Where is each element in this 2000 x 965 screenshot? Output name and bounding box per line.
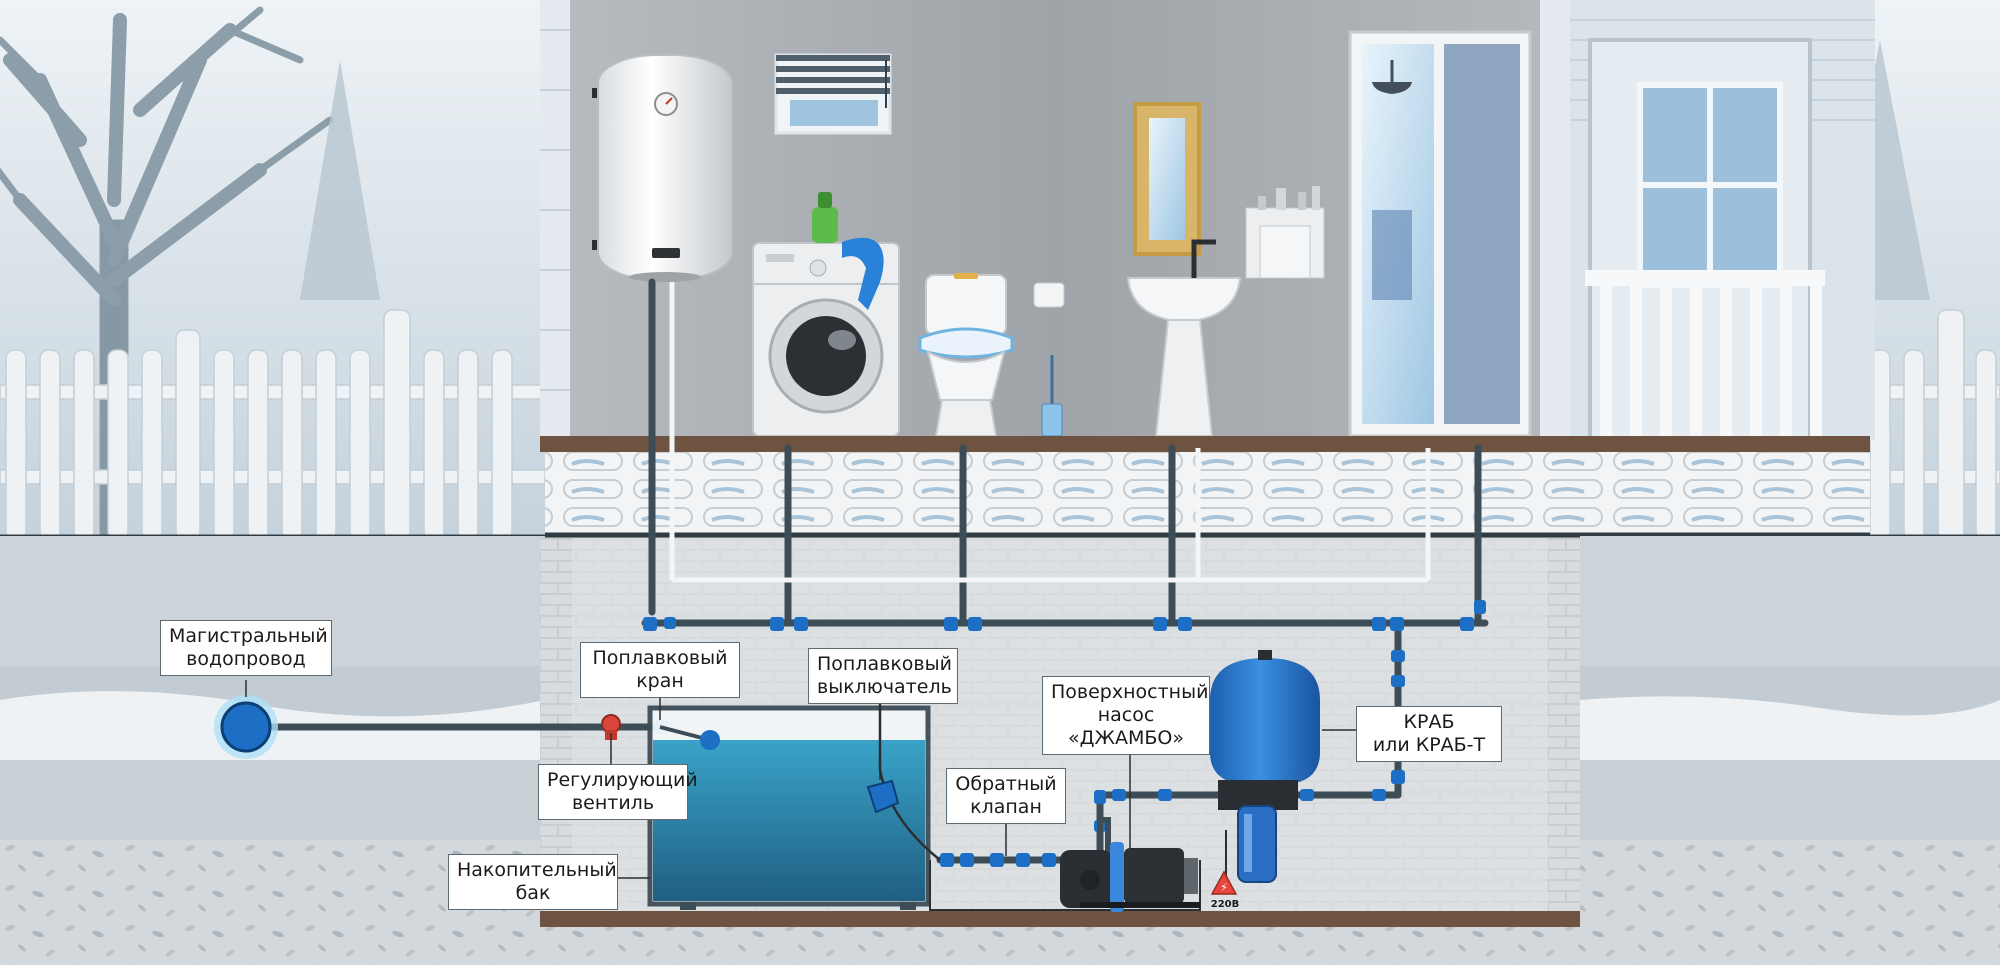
- toilet-icon: [918, 273, 1065, 437]
- pump-label: Поверхностный насос «ДЖАМБО»: [1042, 676, 1210, 755]
- pressure-tank-icon: [1210, 650, 1320, 883]
- porch: [1545, 0, 1875, 442]
- pump-icon: [1060, 817, 1200, 912]
- shower-cabin-icon: [1348, 30, 1532, 438]
- check-valve-label-line1: Обратный: [955, 773, 1057, 795]
- washing-machine-icon: [752, 192, 900, 437]
- regulating-valve-label-line2: вентиль: [571, 792, 655, 814]
- sink-icon: [1126, 186, 1325, 437]
- voltage-label: 220В: [1211, 899, 1240, 910]
- float-switch-label-line2: выключатель: [817, 676, 952, 698]
- pump-label-line2: насос: [1097, 704, 1155, 726]
- check-valve-label-line2: клапан: [970, 796, 1042, 818]
- float-valve-label-line2: кран: [636, 670, 684, 692]
- storage-tank-label-line1: Накопительный: [457, 859, 617, 881]
- mirror-icon: [1133, 102, 1201, 256]
- window-icon: [774, 53, 892, 135]
- warning-symbol: ⚡: [1220, 881, 1228, 894]
- float-valve-label-line1: Поплавковый: [592, 647, 728, 669]
- regulating-valve-label: Регулирующий вентиль: [538, 764, 698, 820]
- regulating-valve-label-line1: Регулирующий: [547, 769, 698, 791]
- main-pipe-label: Магистральный водопровод: [160, 620, 332, 676]
- krab-label-line2: или КРАБ-Т: [1372, 734, 1486, 756]
- krab-label: КРАБ или КРАБ-Т: [1356, 706, 1502, 762]
- pump-label-line1: Поверхностный: [1051, 681, 1209, 703]
- storage-tank-label-line2: бак: [515, 882, 551, 904]
- krab-label-line1: КРАБ: [1403, 711, 1455, 733]
- pump-label-line3: «ДЖАМБО»: [1068, 727, 1184, 749]
- float-switch-label: Поплавковый выключатель: [808, 648, 958, 704]
- check-valve-label: Обратный клапан: [946, 768, 1066, 824]
- pipe-fittings: [643, 600, 1486, 867]
- main-pipe-label-line1: Магистральный: [169, 625, 328, 647]
- water-heater-icon: [592, 54, 733, 282]
- float-switch-label-line1: Поплавковый: [817, 653, 952, 675]
- leader-lines: [245, 680, 1358, 879]
- main-pipe-section-icon: [214, 695, 278, 759]
- storage-tank-label: Накопительный бак: [448, 854, 618, 910]
- warning-icon: ⚡ 220В: [1210, 830, 1240, 910]
- main-pipe-label-line2: водопровод: [186, 648, 306, 670]
- float-valve-label: Поплавковый кран: [580, 642, 740, 698]
- float-valve-icon: [659, 725, 720, 750]
- fence-icon: [0, 309, 2000, 541]
- storage-tank-icon: [647, 705, 931, 910]
